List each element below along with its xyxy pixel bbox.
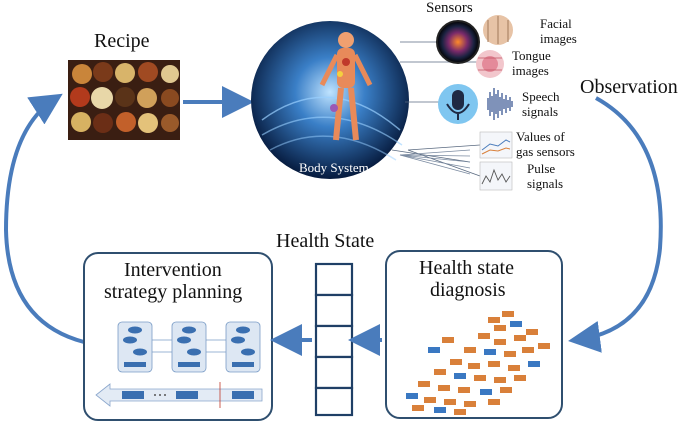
tree-node bbox=[454, 373, 466, 379]
tree-node bbox=[508, 365, 520, 371]
tree-node bbox=[468, 363, 480, 369]
tree-node bbox=[502, 311, 514, 317]
sensor-fan-lines bbox=[399, 149, 471, 175]
tree-node bbox=[424, 397, 436, 403]
speech-waveform-icon bbox=[487, 88, 513, 120]
tree-node bbox=[494, 325, 506, 331]
tree-node bbox=[406, 393, 418, 399]
feedback-arrow bbox=[3, 93, 85, 344]
tree-node bbox=[514, 375, 526, 381]
tree-node bbox=[514, 335, 526, 341]
tree-node bbox=[488, 399, 500, 405]
observation-arrow bbox=[568, 96, 663, 353]
intervention-title-2: strategy planning bbox=[104, 281, 242, 303]
planning-flow-image bbox=[95, 321, 263, 408]
tree-node bbox=[488, 361, 500, 367]
tree-node bbox=[494, 339, 506, 345]
sensor-label-speech-1: Speech bbox=[522, 89, 560, 104]
recipe-spices-image bbox=[68, 60, 180, 140]
camera-lens-icon bbox=[436, 20, 480, 64]
tree-node bbox=[454, 409, 466, 415]
body-system-image bbox=[251, 21, 409, 179]
tree-node bbox=[488, 317, 500, 323]
diagnosis-title-2: diagnosis bbox=[430, 279, 506, 301]
tree-node bbox=[474, 375, 486, 381]
sensor-label-gas-1: Values of bbox=[516, 129, 565, 144]
health-state-stack bbox=[314, 262, 354, 417]
intervention-title-1: Intervention bbox=[124, 259, 222, 281]
tree-node bbox=[450, 359, 462, 365]
body-system-label: Body System bbox=[299, 160, 369, 175]
tree-node bbox=[522, 347, 534, 353]
tree-node bbox=[526, 329, 538, 335]
microphone-icon bbox=[438, 84, 478, 124]
tree-node bbox=[510, 321, 522, 327]
tree-node bbox=[528, 361, 540, 367]
tree-node bbox=[442, 337, 454, 343]
tree-node bbox=[412, 405, 424, 411]
tree-node bbox=[478, 333, 490, 339]
tree-node bbox=[438, 385, 450, 391]
tree-node bbox=[434, 369, 446, 375]
sensors-label: Sensors bbox=[426, 0, 473, 16]
sensor-label-gas-2: gas sensors bbox=[516, 144, 575, 159]
tree-node bbox=[464, 401, 476, 407]
tree-node bbox=[428, 347, 440, 353]
tree-node bbox=[494, 377, 506, 383]
face-image-icon bbox=[483, 15, 513, 45]
tree-node bbox=[484, 349, 496, 355]
sensor-label-facial-1: Facial bbox=[540, 16, 572, 31]
recipe-label: Recipe bbox=[94, 30, 150, 52]
tree-node bbox=[464, 347, 476, 353]
tree-node bbox=[500, 387, 512, 393]
pulse-plot-icon bbox=[479, 161, 513, 191]
tongue-image-icon bbox=[476, 50, 504, 78]
tree-node bbox=[538, 343, 550, 349]
tree-node bbox=[458, 387, 470, 393]
tree-node bbox=[504, 351, 516, 357]
sensor-label-facial-2: images bbox=[540, 31, 577, 46]
decision-tree-image bbox=[406, 311, 550, 415]
sensor-label-speech-2: signals bbox=[522, 104, 558, 119]
sensor-label-tongue-1: Tongue bbox=[512, 48, 551, 63]
sensor-label-pulse-2: signals bbox=[527, 176, 563, 191]
sensor-label-tongue-2: images bbox=[512, 63, 549, 78]
tree-node bbox=[480, 389, 492, 395]
sensor-label-pulse-1: Pulse bbox=[527, 161, 555, 176]
health-state-label: Health State bbox=[276, 230, 374, 252]
observation-label: Observation bbox=[580, 76, 678, 98]
tree-node bbox=[434, 407, 446, 413]
diagnosis-title-1: Health state bbox=[419, 257, 514, 279]
tree-node bbox=[418, 381, 430, 387]
tree-node bbox=[444, 399, 456, 405]
gas-plot-icon bbox=[479, 131, 513, 159]
